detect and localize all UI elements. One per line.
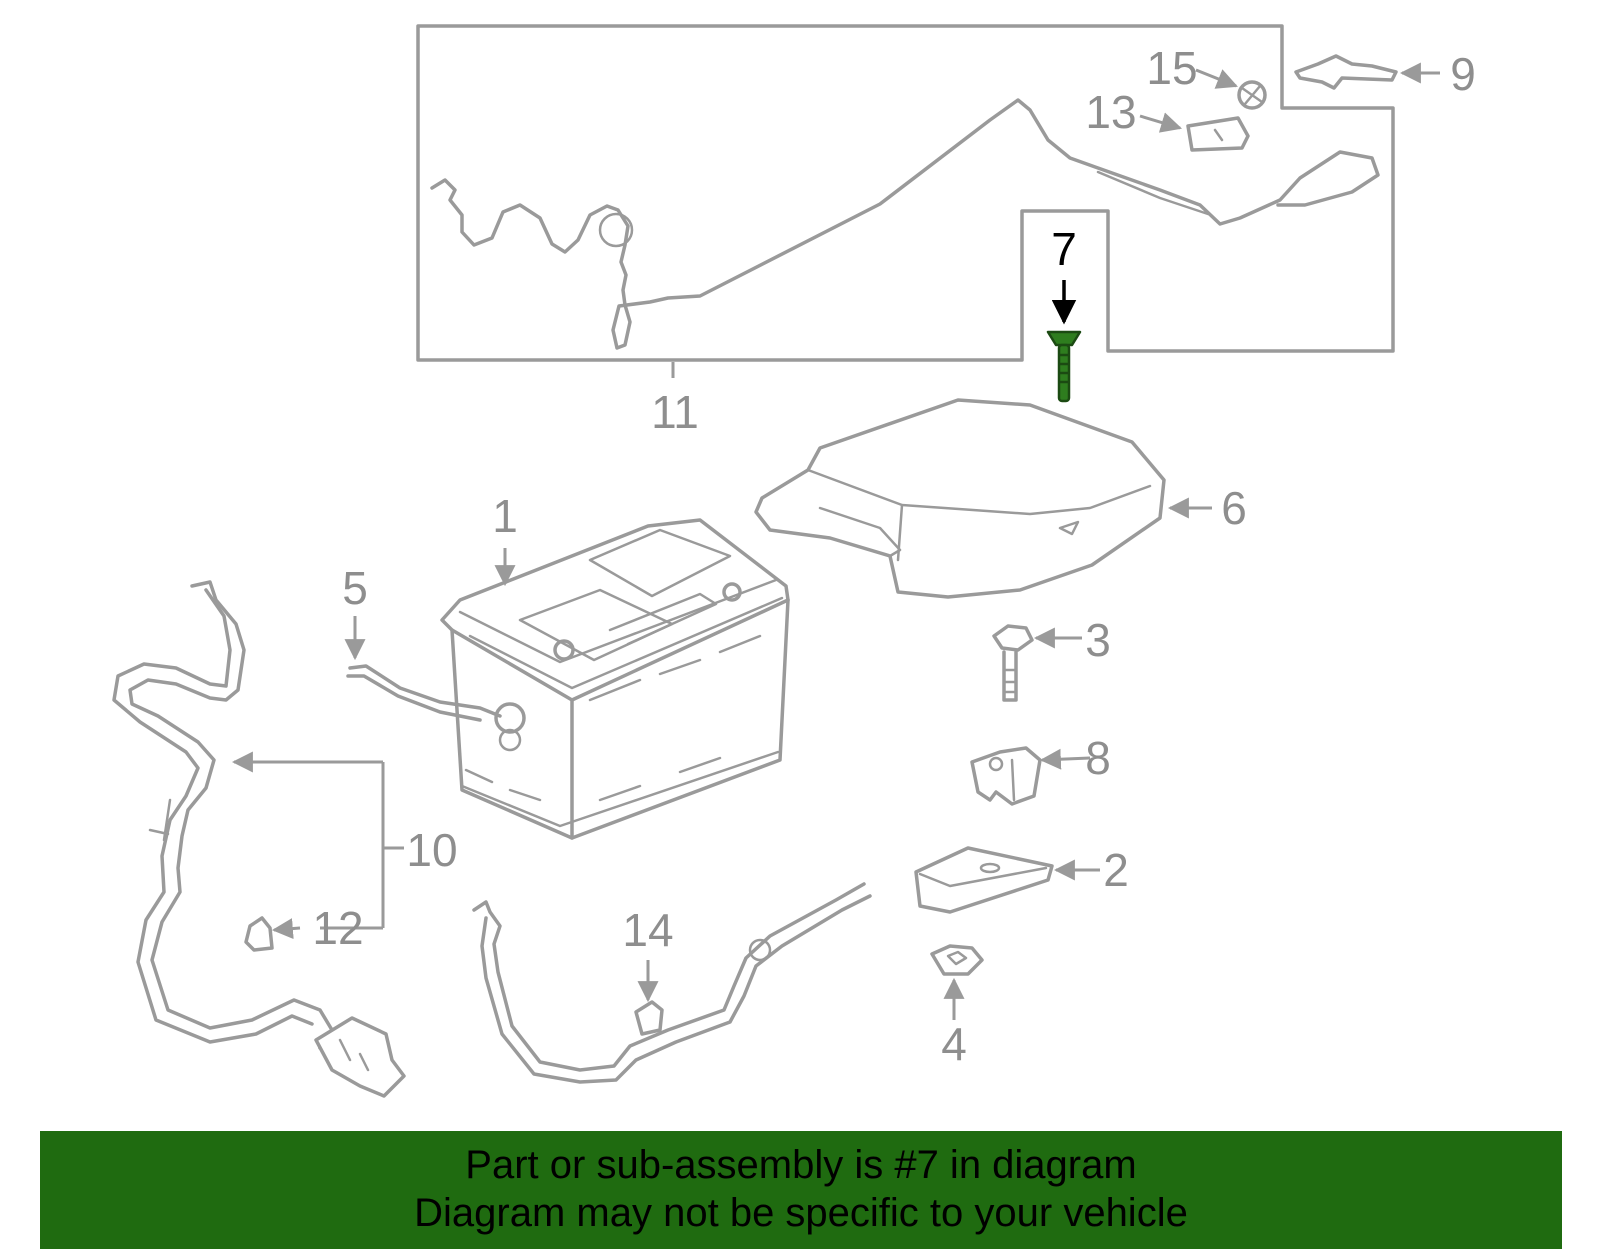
callout-15: 15 [1146, 42, 1197, 94]
callout-9: 9 [1450, 48, 1476, 100]
part-12-grommet [244, 916, 274, 952]
callout-7: 7 [1051, 223, 1077, 275]
callout-11: 11 [651, 386, 699, 438]
callout-1: 1 [492, 490, 518, 542]
callout-10: 10 [406, 824, 457, 876]
callout-5: 5 [342, 562, 368, 614]
part-7-bolt [1046, 330, 1082, 403]
info-banner: Part or sub-assembly is #7 in diagram Di… [40, 1131, 1562, 1249]
part-10-cable [112, 580, 406, 1098]
banner-line-2: Diagram may not be specific to your vehi… [414, 1191, 1188, 1235]
part-11-harness-frame [416, 24, 1395, 362]
part-8-clamp [970, 746, 1042, 806]
callout-4: 4 [941, 1018, 967, 1070]
callout-14: 14 [622, 904, 673, 956]
part-6-battery-cover [754, 398, 1166, 599]
callout-13: 13 [1085, 86, 1136, 138]
part-1-battery [440, 518, 790, 840]
callout-3: 3 [1085, 614, 1111, 666]
part-13-connector [1186, 116, 1250, 152]
part-10-leader [381, 762, 404, 928]
part-4-nut [930, 944, 984, 976]
part-3-bolt [992, 624, 1034, 702]
part-15-clip [1237, 80, 1267, 110]
callout-8: 8 [1085, 732, 1111, 784]
part-9-bracket [1294, 54, 1398, 90]
part-2-hold-down [914, 846, 1054, 914]
part-5-terminal-cable [346, 664, 526, 752]
callout-6: 6 [1221, 482, 1247, 534]
part-14-cable [472, 882, 872, 1084]
callout-2: 2 [1103, 844, 1129, 896]
banner-line-1: Part or sub-assembly is #7 in diagram [465, 1143, 1137, 1187]
callout-12: 12 [312, 902, 363, 954]
